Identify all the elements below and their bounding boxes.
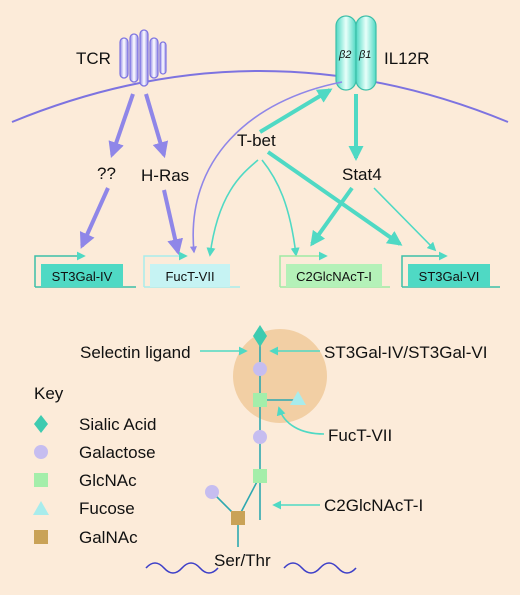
key-title: Key — [34, 384, 64, 403]
stat4-label: Stat4 — [342, 165, 382, 184]
il12r-label: IL12R — [384, 49, 429, 68]
unknown-signal-label: ?? — [97, 164, 116, 183]
sialic-acid-symbol — [253, 325, 267, 347]
key-item-galnac: GalNAc — [79, 528, 138, 547]
tbet-label: T-bet — [237, 131, 276, 150]
fuct7-glycan-arrow — [276, 406, 325, 435]
svg-text:ST3Gal-VI: ST3Gal-VI — [419, 269, 480, 284]
fuct7-glycan-label: FucT-VII — [328, 426, 392, 445]
c2glcnact1-glycan-label: C2GlcNAcT-I — [324, 496, 423, 515]
peptide-backbone-right — [283, 562, 357, 574]
glcnac-symbol — [253, 393, 267, 407]
galnac-key-icon — [34, 530, 48, 544]
galactose-key-icon — [34, 445, 48, 459]
gene-c2glcnact1: C2GlcNAcT-I — [279, 251, 390, 288]
gene-st3gal4: ST3Gal-IV — [34, 251, 136, 288]
ser-thr-label: Ser/Thr — [214, 551, 271, 570]
key-item-galactose: Galactose — [79, 443, 156, 462]
cell-membrane — [11, 70, 509, 123]
il12r-receptor — [335, 15, 377, 91]
galactose-symbol — [205, 485, 219, 499]
tcr-signal-arrows — [79, 81, 343, 256]
tcr-receptor — [119, 29, 167, 87]
il12r-beta1-label: β1 — [358, 49, 371, 61]
galactose-symbol — [253, 430, 267, 444]
glcnac-key-icon — [34, 473, 48, 487]
svg-text:C2GlcNAcT-I: C2GlcNAcT-I — [296, 269, 372, 284]
glcnac-symbol — [253, 469, 267, 483]
hras-label: H-Ras — [141, 166, 189, 185]
st3gal-label: ST3Gal-IV/ST3Gal-VI — [324, 343, 487, 362]
svg-text:FucT-VII: FucT-VII — [165, 269, 214, 284]
svg-text:ST3Gal-IV: ST3Gal-IV — [52, 269, 113, 284]
il12r-beta2-label: β2 — [338, 49, 351, 61]
gene-fuct7: FucT-VII — [143, 251, 240, 288]
key-legend: Key Sialic Acid Galactose GlcNAc Fucose … — [33, 384, 156, 547]
galnac-symbol — [231, 511, 245, 525]
key-item-fucose: Fucose — [79, 499, 135, 518]
il12r-signal-arrows — [206, 88, 437, 257]
gene-st3gal6: ST3Gal-VI — [401, 251, 500, 288]
tcr-label: TCR — [76, 49, 111, 68]
fucose-key-icon — [33, 501, 49, 515]
fucose-symbol — [290, 391, 306, 405]
sialic-acid-key-icon — [34, 415, 48, 433]
selectin-ligand-label: Selectin ligand — [80, 343, 191, 362]
galactose-symbol — [253, 362, 267, 376]
peptide-backbone-left — [145, 562, 219, 574]
key-item-glcnac: GlcNAc — [79, 471, 137, 490]
key-item-sialic-acid: Sialic Acid — [79, 415, 156, 434]
